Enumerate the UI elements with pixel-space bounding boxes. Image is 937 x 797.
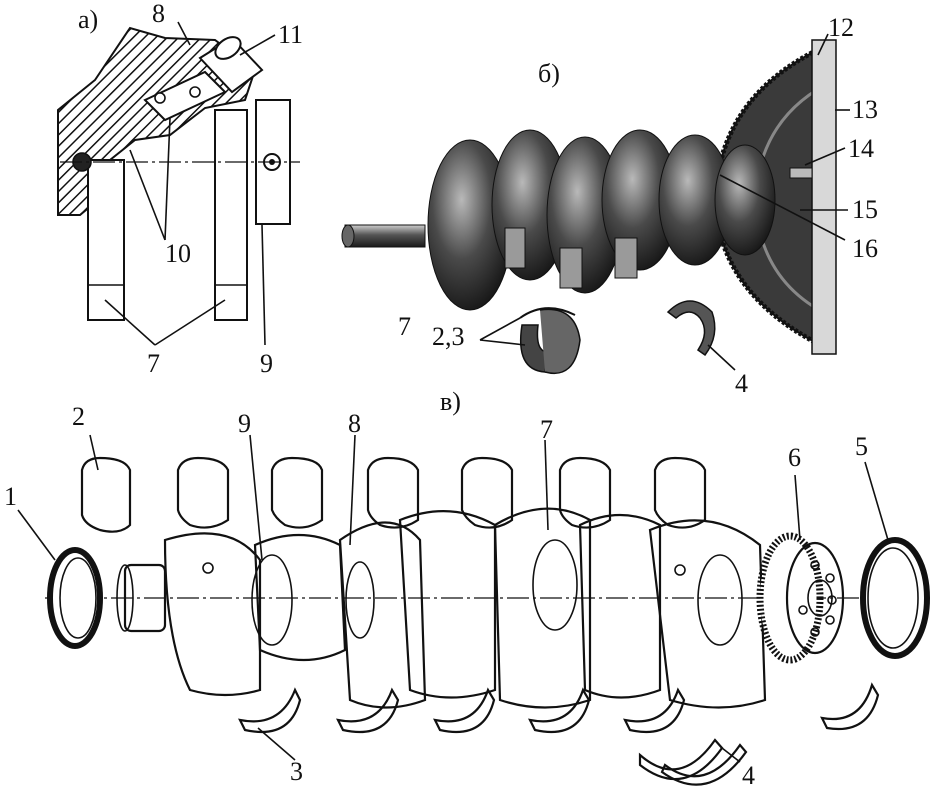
- label-a-9: 9: [260, 349, 273, 378]
- panel-v-label: в): [440, 387, 461, 416]
- lower-shells-3: [238, 682, 880, 734]
- panel-a-section: [57, 21, 300, 346]
- label-b-7: 7: [398, 312, 411, 341]
- label-a-8: 8: [152, 0, 165, 28]
- panel-v-linework: [17, 434, 930, 786]
- label-b-2-3: 2,3: [432, 322, 465, 351]
- label-b-16: 16: [852, 234, 878, 263]
- upper-shells-2: [80, 456, 707, 533]
- label-v-7: 7: [540, 415, 553, 444]
- bearing-shells-2-3: [519, 307, 581, 374]
- label-b-14: 14: [848, 134, 874, 163]
- web-7-left: [87, 159, 125, 321]
- label-v-5: 5: [855, 432, 868, 461]
- thrust-washer-4: [666, 300, 716, 357]
- oil-channel-10: [143, 70, 227, 122]
- label-b-13: 13: [852, 95, 878, 124]
- label-b-12: 12: [828, 13, 854, 42]
- crank-nose: [116, 563, 167, 633]
- label-a-11: 11: [278, 20, 303, 49]
- label-v-4: 4: [742, 761, 755, 790]
- seal-ring-1: [47, 547, 103, 649]
- seal-ring-5: [860, 537, 930, 659]
- label-v-9: 9: [238, 409, 251, 438]
- label-v-1: 1: [4, 482, 17, 511]
- label-b-15: 15: [852, 195, 878, 224]
- label-v-3: 3: [290, 757, 303, 786]
- label-v-2: 2: [72, 402, 85, 431]
- label-v-8: 8: [348, 409, 361, 438]
- bolt-14: [789, 167, 813, 179]
- plug-11: [198, 36, 264, 94]
- crank-webs: [163, 507, 767, 709]
- label-a-7: 7: [147, 349, 160, 378]
- label-v-6: 6: [788, 443, 801, 472]
- panel-a-label: а): [78, 5, 98, 34]
- thrust-washers-4: [638, 738, 748, 786]
- label-a-10: 10: [165, 239, 191, 268]
- panel-b-exploded: [341, 33, 850, 374]
- crankshaft-7-3d: [341, 129, 776, 311]
- panel-b-label: б): [538, 59, 560, 88]
- timing-gear-6: [756, 532, 845, 664]
- web-7-right: [214, 109, 248, 321]
- label-b-4: 4: [735, 369, 748, 398]
